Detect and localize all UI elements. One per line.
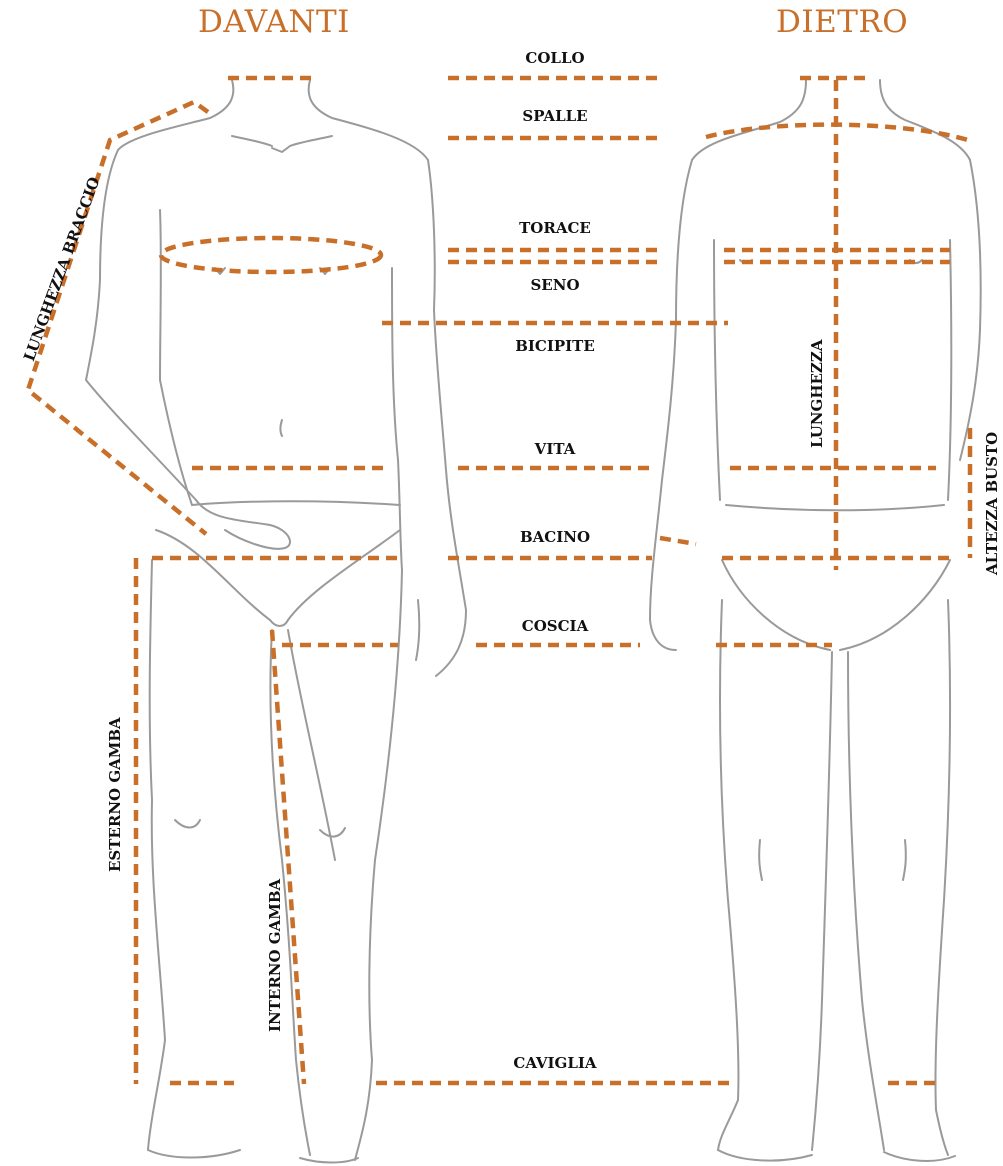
label-caviglia: CAVIGLIA	[513, 1056, 596, 1071]
label-bacino: BACINO	[520, 530, 590, 545]
label-seno: SENO	[530, 278, 579, 293]
label-torace: TORACE	[519, 221, 591, 236]
label-lunghezza: LUNGHEZZA	[810, 340, 825, 448]
label-vita: VITA	[535, 442, 576, 457]
front-view-title: DAVANTI	[198, 4, 350, 40]
back-view-title: DIETRO	[776, 4, 908, 40]
label-esterno-gamba: ESTERNO GAMBA	[108, 717, 123, 872]
label-interno-gamba: INTERNO GAMBA	[268, 879, 283, 1032]
label-bicipite: BICIPITE	[515, 339, 595, 354]
label-spalle: SPALLE	[522, 109, 587, 124]
measurement-lines	[28, 78, 970, 1084]
label-altezza-busto: ALTEZZA BUSTO	[985, 432, 1000, 575]
label-coscia: COSCIA	[522, 619, 588, 634]
back-figure-sketch	[650, 80, 981, 1161]
label-collo: COLLO	[525, 51, 584, 66]
bacino-wrist-mark	[660, 538, 696, 544]
torace-ellipse-front	[161, 238, 381, 272]
